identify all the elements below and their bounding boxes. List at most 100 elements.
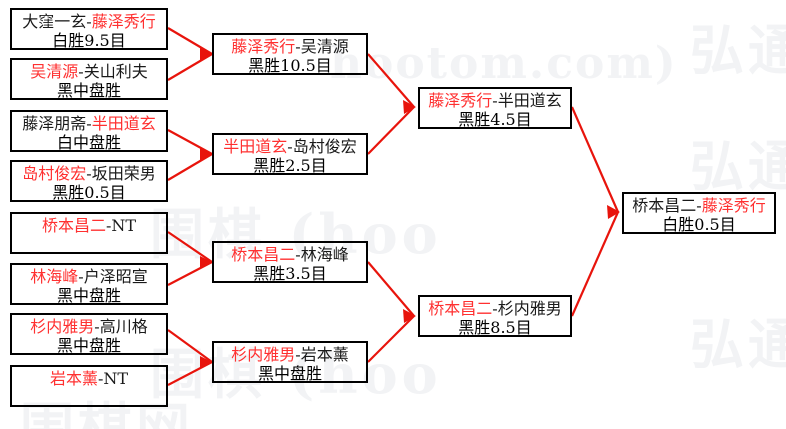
match-players: 吴清源-关山利夫 bbox=[30, 62, 147, 81]
match-players: 藤泽秀行-吴清源 bbox=[231, 37, 348, 56]
player-right: 半田道玄 bbox=[497, 91, 562, 110]
player-right: 关山利夫 bbox=[83, 62, 148, 81]
connector-r2m2-r3m1 bbox=[367, 106, 415, 155]
vs-separator: - bbox=[97, 369, 104, 388]
player-left: 杉内雅男 bbox=[231, 345, 296, 364]
connector-r3m2-final bbox=[570, 211, 620, 317]
player-left: 杉内雅男 bbox=[30, 317, 95, 336]
vs-separator: - bbox=[86, 164, 92, 183]
match-result: 黑胜10.5目 bbox=[248, 56, 332, 75]
match-result: 黑胜8.5目 bbox=[458, 318, 532, 337]
vs-separator: - bbox=[492, 299, 498, 318]
player-right: NT bbox=[111, 216, 137, 235]
match-node-final[interactable]: 桥本昌二-藤泽秀行 白胜0.5目 bbox=[622, 192, 776, 234]
match-players: 藤泽秀行-半田道玄 bbox=[428, 91, 561, 110]
match-result: 白胜0.5目 bbox=[662, 215, 736, 234]
player-right: 藤泽秀行 bbox=[701, 196, 766, 215]
match-players: 岛村俊宏-坂田荣男 bbox=[22, 164, 155, 183]
connector-r1m7-r2m4 bbox=[167, 329, 213, 363]
player-left: 吴清源 bbox=[30, 62, 79, 81]
vs-separator: - bbox=[78, 267, 84, 286]
match-result: 黑胜4.5目 bbox=[458, 110, 532, 129]
match-players: 桥本昌二-藤泽秀行 bbox=[632, 196, 765, 215]
match-players: 桥本昌二-林海峰 bbox=[231, 245, 348, 264]
match-result: 黑胜2.5目 bbox=[253, 156, 327, 175]
match-players: 桥本昌二-NT bbox=[42, 216, 136, 235]
watermark-text: 弘通 bbox=[690, 134, 786, 198]
match-result: 黑胜0.5目 bbox=[52, 183, 126, 202]
match-node-r2m4[interactable]: 杉内雅男-岩本薰 黑中盘胜 bbox=[212, 341, 368, 383]
match-result: 黑中盘胜 bbox=[257, 364, 322, 383]
player-right: 藤泽秀行 bbox=[91, 12, 156, 31]
watermark-text: hootom.com) bbox=[330, 38, 678, 89]
match-node-r1m6[interactable]: 林海峰-户泽昭宣 黑中盘胜 bbox=[10, 263, 168, 305]
vs-separator: - bbox=[86, 12, 92, 31]
match-node-r3m2[interactable]: 桥本昌二-杉内雅男 黑胜8.5目 bbox=[418, 295, 572, 337]
connector-r1m8-r2m4 bbox=[167, 361, 213, 386]
match-node-r2m2[interactable]: 半田道玄-岛村俊宏 黑胜2.5目 bbox=[212, 133, 368, 175]
match-node-r2m3[interactable]: 桥本昌二-林海峰 黑胜3.5目 bbox=[212, 241, 368, 283]
player-right: 吴清源 bbox=[300, 37, 349, 56]
match-result: 白中盘胜 bbox=[56, 133, 121, 152]
player-right: 半田道玄 bbox=[91, 114, 156, 133]
player-left: 桥本昌二 bbox=[231, 245, 296, 264]
match-node-r3m1[interactable]: 藤泽秀行-半田道玄 黑胜4.5目 bbox=[418, 87, 572, 129]
match-node-r2m1[interactable]: 藤泽秀行-吴清源 黑胜10.5目 bbox=[212, 33, 368, 75]
player-left: 桥本昌二 bbox=[428, 299, 493, 318]
connector-r2m3-r3m2 bbox=[367, 261, 415, 317]
match-node-r1m5[interactable]: 桥本昌二-NT bbox=[10, 212, 168, 254]
player-right: 户泽昭宣 bbox=[83, 267, 148, 286]
player-right: 杉内雅男 bbox=[497, 299, 562, 318]
match-players: 大窪一玄-藤泽秀行 bbox=[22, 12, 155, 31]
match-node-r1m8[interactable]: 岩本薰-NT bbox=[10, 365, 168, 407]
player-left: 桥本昌二 bbox=[632, 196, 697, 215]
player-right: 岛村俊宏 bbox=[292, 137, 357, 156]
connector-r1m1-r2m1 bbox=[167, 27, 213, 55]
watermark-text: 弘通 bbox=[690, 18, 786, 82]
connector-r1m6-r2m3 bbox=[167, 261, 213, 286]
vs-separator: - bbox=[295, 37, 301, 56]
player-left: 藤泽朋斋 bbox=[22, 114, 87, 133]
match-players: 杉内雅男-岩本薰 bbox=[231, 345, 348, 364]
connector-r1m4-r2m2 bbox=[167, 153, 213, 181]
match-node-r1m7[interactable]: 杉内雅男-高川格 黑中盘胜 bbox=[10, 313, 168, 355]
player-left: 岩本薰 bbox=[49, 369, 98, 388]
connector-r1m2-r2m1 bbox=[167, 53, 213, 81]
arrowhead-r2m3 bbox=[200, 256, 212, 268]
player-right: 高川格 bbox=[99, 317, 148, 336]
match-players: 林海峰-户泽昭宣 bbox=[30, 267, 147, 286]
match-node-r1m1[interactable]: 大窪一玄-藤泽秀行 白胜9.5目 bbox=[10, 8, 168, 50]
match-result: 白胜9.5目 bbox=[52, 31, 126, 50]
match-node-r1m4[interactable]: 岛村俊宏-坂田荣男 黑胜0.5目 bbox=[10, 160, 168, 202]
arrowhead-final bbox=[607, 205, 620, 219]
match-node-r1m3[interactable]: 藤泽朋斋-半田道玄 白中盘胜 bbox=[10, 110, 168, 152]
player-left: 藤泽秀行 bbox=[428, 91, 493, 110]
connector-r2m4-r3m2 bbox=[367, 315, 415, 363]
player-left: 桥本昌二 bbox=[41, 216, 106, 235]
player-right: 坂田荣男 bbox=[91, 164, 156, 183]
match-result: 黑胜3.5目 bbox=[253, 264, 327, 283]
player-left: 岛村俊宏 bbox=[22, 164, 87, 183]
vs-separator: - bbox=[492, 91, 498, 110]
vs-separator: - bbox=[105, 216, 112, 235]
match-players: 岩本薰-NT bbox=[50, 369, 128, 388]
watermark-text: 弘通 bbox=[690, 312, 786, 376]
player-right: 岩本薰 bbox=[300, 345, 349, 364]
connector-r3m1-final bbox=[570, 106, 620, 213]
match-result: 黑中盘胜 bbox=[56, 286, 121, 305]
player-right: 林海峰 bbox=[300, 245, 349, 264]
connector-r1m3-r2m2 bbox=[167, 129, 213, 155]
vs-separator: - bbox=[86, 114, 92, 133]
match-result: 黑中盘胜 bbox=[56, 336, 121, 355]
vs-separator: - bbox=[295, 345, 301, 364]
player-left: 半田道玄 bbox=[223, 137, 288, 156]
match-players: 杉内雅男-高川格 bbox=[30, 317, 147, 336]
arrowhead-r3m2 bbox=[403, 309, 416, 323]
vs-separator: - bbox=[287, 137, 293, 156]
player-left: 林海峰 bbox=[30, 267, 79, 286]
match-node-r1m2[interactable]: 吴清源-关山利夫 黑中盘胜 bbox=[10, 58, 168, 100]
player-right: NT bbox=[103, 369, 129, 388]
arrowhead-r2m2 bbox=[200, 148, 212, 160]
player-left: 藤泽秀行 bbox=[231, 37, 296, 56]
